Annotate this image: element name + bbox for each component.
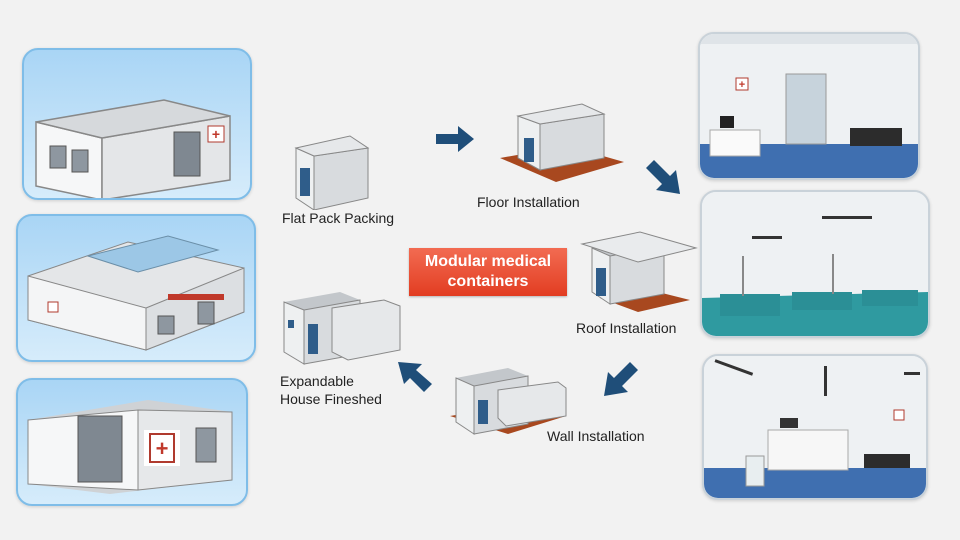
step-label-floor-installation: Floor Installation [477, 194, 580, 210]
nurse-station-image [704, 356, 926, 498]
right-panel-reception-room: + [698, 32, 920, 180]
left-panel-container-exterior: + [22, 48, 252, 200]
arrow-up-left-icon [398, 362, 432, 392]
left-panel-container-complex [16, 214, 256, 362]
svg-text:+: + [739, 79, 745, 91]
center-title-line1: Modular medical [424, 253, 552, 270]
floor-installation-render [500, 103, 624, 182]
container-complex-image [27, 235, 245, 351]
step-label-flat-pack: Flat Pack Packing [282, 210, 395, 226]
flat-pack-render [294, 135, 370, 210]
step-label-roof-installation: Roof Installation [576, 320, 677, 336]
center-title-line2: containers [447, 273, 529, 290]
wall-installation-render [450, 368, 567, 435]
step-label-wall-installation: Wall Installation [547, 428, 645, 444]
container-expanded-image: + [27, 400, 233, 494]
step-label-expandable-house: Expandable House Fineshed [280, 372, 382, 408]
svg-text:+: + [212, 126, 220, 142]
arrow-down-right-icon [646, 160, 680, 194]
center-title-box: Modular medical containers [409, 248, 567, 296]
right-panel-ward-room [700, 190, 930, 338]
svg-text:+: + [156, 436, 169, 461]
arrow-down-left-icon [604, 362, 638, 396]
arrow-right-icon [436, 126, 474, 152]
container-exterior-image: + [35, 99, 231, 198]
ward-room-image [702, 192, 928, 336]
expandable-house-render [283, 292, 401, 365]
right-panel-nurse-station [702, 354, 928, 500]
reception-room-image: + [700, 34, 918, 178]
roof-installation-render [580, 231, 698, 312]
step-label-expandable-house-text: Expandable House Fineshed [280, 373, 382, 407]
left-panel-container-expanded: + [16, 378, 248, 506]
